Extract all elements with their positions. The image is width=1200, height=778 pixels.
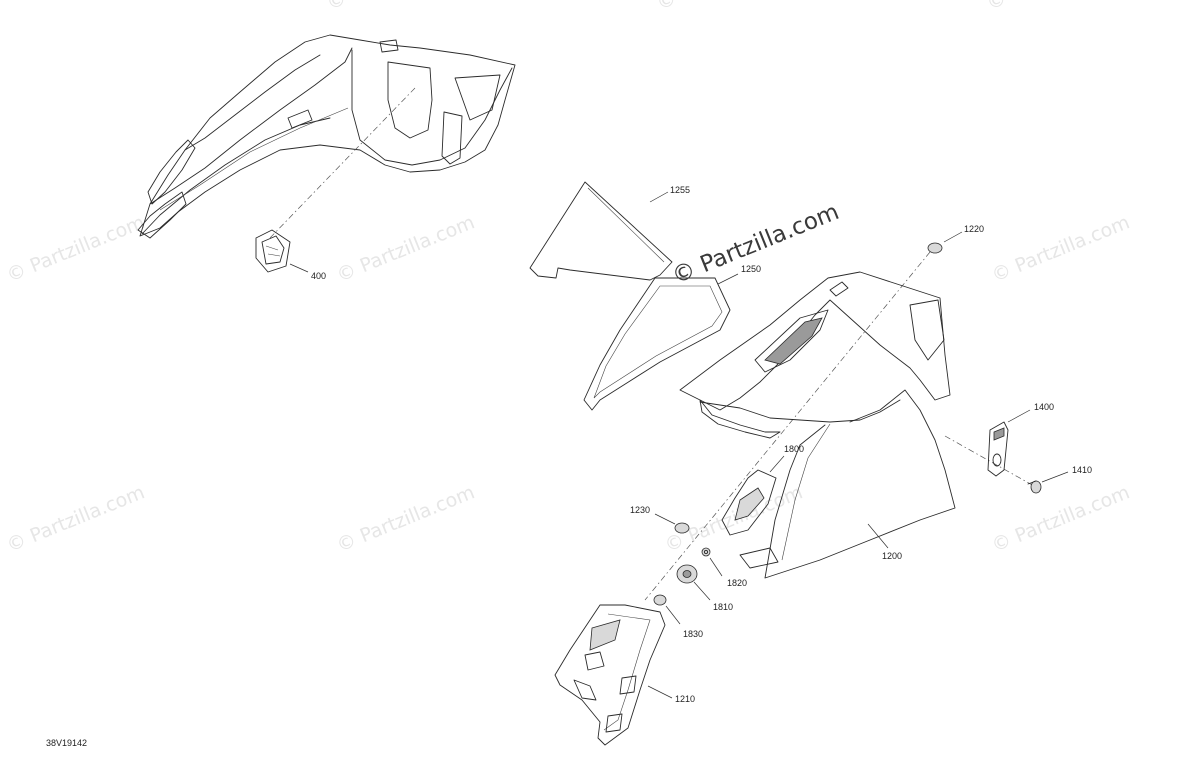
part-label-1250: 1250 [741,264,761,274]
leader-1255 [649,191,669,203]
watermark: © Partzilla.com [989,481,1133,556]
part-label-1220: 1220 [964,224,984,234]
part-label-1410: 1410 [1072,465,1092,475]
part-1400-latch [987,421,1009,477]
part-label-1810: 1810 [713,602,733,612]
leader-1220 [943,231,963,243]
leader-1820 [709,557,723,577]
watermark: © Partzilla.com [324,0,468,15]
leader-400 [289,263,309,273]
part-1200-main-panel [679,271,956,579]
watermark: © Partzilla.com [989,211,1133,286]
dash-axis-main [644,251,931,601]
part-label-1210: 1210 [675,694,695,704]
part-label-1400: 1400 [1034,402,1054,412]
upper-left-assembly [137,34,516,239]
watermark: © Partzilla.com [334,481,478,556]
watermark: © Partzilla.com [984,0,1128,15]
leader-1200 [867,523,889,549]
leader-1250 [717,273,739,285]
part-label-1255: 1255 [670,185,690,195]
leader-1230 [654,513,676,525]
watermark-main: © Partzilla.com [669,199,843,290]
part-1830-washer [653,594,667,606]
leader-1210 [647,685,673,699]
watermark: © Partzilla.com [4,211,148,286]
figure-code: 38V19142 [46,738,87,748]
part-1820-nut [701,547,711,557]
part-label-1200: 1200 [882,551,902,561]
part-label-1820: 1820 [727,578,747,588]
part-1255-panel [529,181,673,281]
leader-1400 [1007,409,1031,423]
part-label-1230: 1230 [630,505,650,515]
watermark: © Partzilla.com [334,211,478,286]
leader-1810 [693,581,711,601]
leader-1410 [1041,471,1069,483]
dash-axis-400 [267,87,416,241]
watermark: © Partzilla.com [4,481,148,556]
watermark: © Partzilla.com [654,0,798,15]
part-1230-washer [674,522,690,534]
dash-axis-1400 [944,435,1035,487]
part-1410-rivet [1027,480,1042,494]
part-1810-grommet [676,564,698,584]
part-1250-frame [583,277,731,411]
part-label-1800: 1800 [784,444,804,454]
part-label-1830: 1830 [683,629,703,639]
watermark: © Partzilla.com [662,481,806,556]
part-label-400: 400 [311,271,326,281]
part-1220-washer [927,242,943,254]
watermark-layer: © Partzilla.com © Partzilla.com © Partzi… [4,0,1133,557]
part-1800-clip [721,469,777,536]
part-400-bracket [255,229,291,273]
part-1210-lower-panel [554,604,666,746]
leader-1800 [769,455,785,473]
leader-1830 [665,605,681,625]
